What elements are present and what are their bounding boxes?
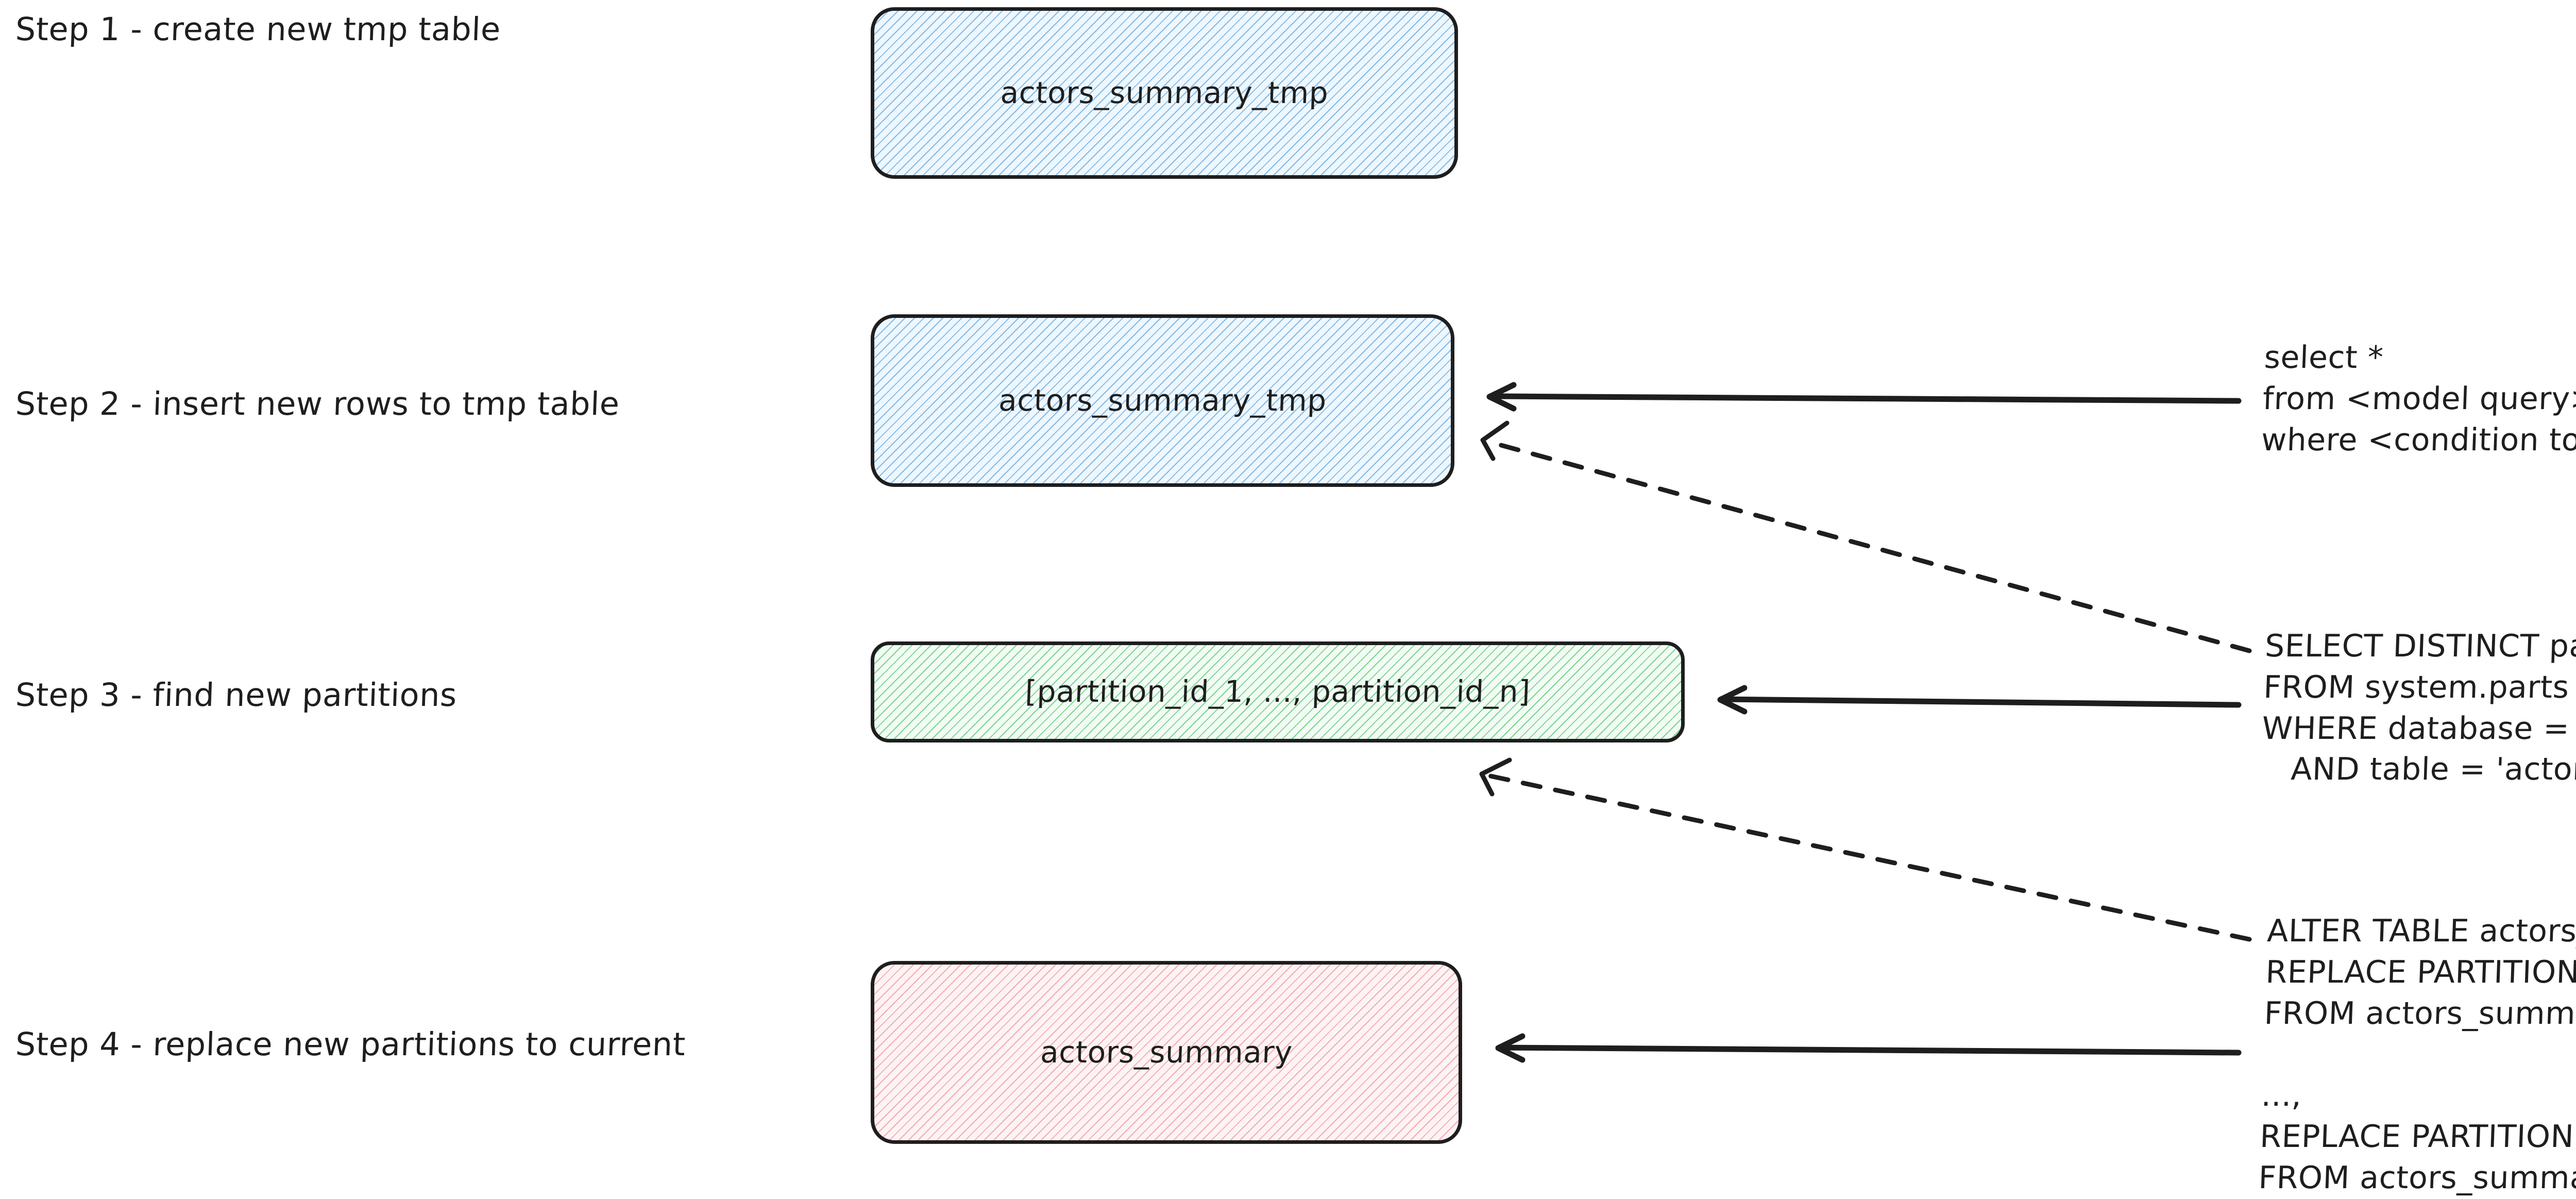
node-step4-actors-summary[interactable]: actors_summary xyxy=(871,961,1462,1144)
node-step3-label: [partition_id_1, ..., partition_id_n] xyxy=(1024,674,1531,710)
step-label-1: Step 1 - create new tmp table xyxy=(14,10,502,48)
arrow-code4-to-step3box xyxy=(1479,757,2252,942)
step-label-2: Step 2 - insert new rows to tmp table xyxy=(14,385,620,423)
node-step3-partition-list[interactable]: [partition_id_1, ..., partition_id_n] xyxy=(871,641,1685,742)
node-step2-label: actors_summary_tmp xyxy=(998,382,1327,418)
node-step4-label: actors_summary xyxy=(1040,1034,1293,1070)
arrow-code4-to-step4box xyxy=(1495,1033,2242,1063)
node-step2-actors-summary-tmp[interactable]: actors_summary_tmp xyxy=(871,314,1454,487)
code-block-step4: ALTER TABLE actors_summary REPLACE PARTI… xyxy=(2258,913,2576,1196)
code-block-step2: select * from <model query> where <condi… xyxy=(2261,340,2576,458)
arrow-code2-to-step2box xyxy=(1486,382,2242,412)
node-step1-actors-summary-tmp[interactable]: actors_summary_tmp xyxy=(871,7,1458,179)
step-label-4: Step 4 - replace new partitions to curre… xyxy=(14,1025,686,1063)
node-step1-label: actors_summary_tmp xyxy=(999,75,1329,110)
arrow-code3-to-step2box xyxy=(1480,420,2252,653)
step-label-3: Step 3 - find new partitions xyxy=(14,676,458,714)
code-block-step3: SELECT DISTINCT partition_id FROM system… xyxy=(2261,628,2576,788)
arrow-code3-to-step3box xyxy=(1717,685,2242,715)
